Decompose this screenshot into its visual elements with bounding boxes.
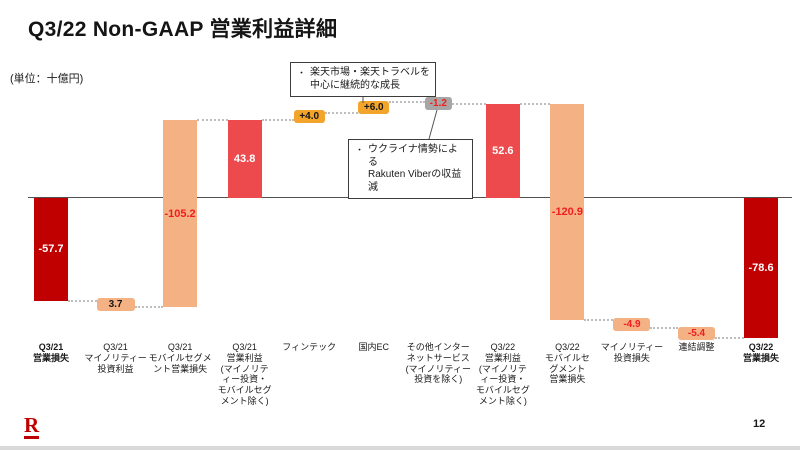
value-label: 3.7 [108, 298, 123, 310]
waterfall-tag: -4.9 [613, 317, 651, 331]
category-label: 連結調整 [678, 342, 715, 352]
category-label: マイノリティー投資損失 [600, 342, 664, 363]
value-label: -105.2 [164, 207, 196, 220]
value-label: 43.8 [233, 152, 256, 165]
waterfall-bar: 43.8 [227, 119, 262, 198]
connector-line [261, 118, 294, 121]
waterfall-tag: +6.0 [358, 101, 390, 115]
waterfall-tag: -1.2 [424, 96, 452, 110]
page-title: Q3/22 Non-GAAP 営業利益詳細 [28, 18, 338, 41]
callout-growth: ・ 楽天市場・楽天トラベルを 中心に継続的な成長 [290, 62, 436, 97]
waterfall-bar: -78.6 [744, 198, 779, 338]
callout-growth-text: 楽天市場・楽天トラベルを 中心に継続的な成長 [310, 67, 431, 91]
value-label: -5.4 [687, 327, 706, 339]
value-label: -4.9 [623, 318, 641, 330]
connector-line [519, 103, 551, 106]
waterfall-bar: -105.2 [163, 119, 198, 308]
connector-line [68, 299, 97, 302]
connector-line [584, 318, 614, 321]
connector-line [197, 118, 228, 121]
connector-line [451, 103, 486, 106]
bullet-icon: ・ [355, 145, 365, 155]
category-label: その他インターネットサービス(マイノリティー投資を除く) [405, 342, 472, 385]
callout-viber-text: ウクライナ情勢による Rakuten Viberの収益減 [368, 144, 462, 193]
page-number: 12 [753, 418, 766, 430]
connector-line [134, 306, 164, 309]
category-label: 国内EC [358, 342, 389, 352]
value-label: +4.0 [299, 110, 320, 122]
waterfall-bar: 52.6 [485, 104, 520, 198]
waterfall-tag: -5.4 [678, 326, 715, 340]
waterfall-tag: 3.7 [96, 297, 135, 311]
waterfall-bar: -120.9 [550, 104, 585, 320]
value-label: -1.2 [429, 97, 447, 109]
connector-line [650, 327, 678, 330]
unit-label: (単位：十億円) [10, 73, 84, 85]
bullet-icon: ・ [297, 68, 307, 78]
category-label: フィンテック [282, 342, 337, 352]
value-label: -57.7 [38, 243, 64, 256]
value-label: 52.6 [492, 145, 514, 158]
value-label: -120.9 [551, 205, 583, 218]
connector-line [324, 111, 359, 114]
waterfall-bar: -57.7 [34, 198, 68, 301]
rakuten-logo: R [24, 413, 40, 437]
value-label: +6.0 [363, 102, 384, 114]
connector-line [715, 336, 745, 339]
waterfall-tag: +4.0 [293, 109, 325, 123]
connector-line [389, 101, 425, 104]
callout-viber: ・ ウクライナ情勢による Rakuten Viberの収益減 [348, 139, 473, 199]
rakuten-logo-underline [24, 436, 39, 439]
bottom-strip [0, 446, 800, 450]
value-label: -78.6 [748, 261, 774, 274]
